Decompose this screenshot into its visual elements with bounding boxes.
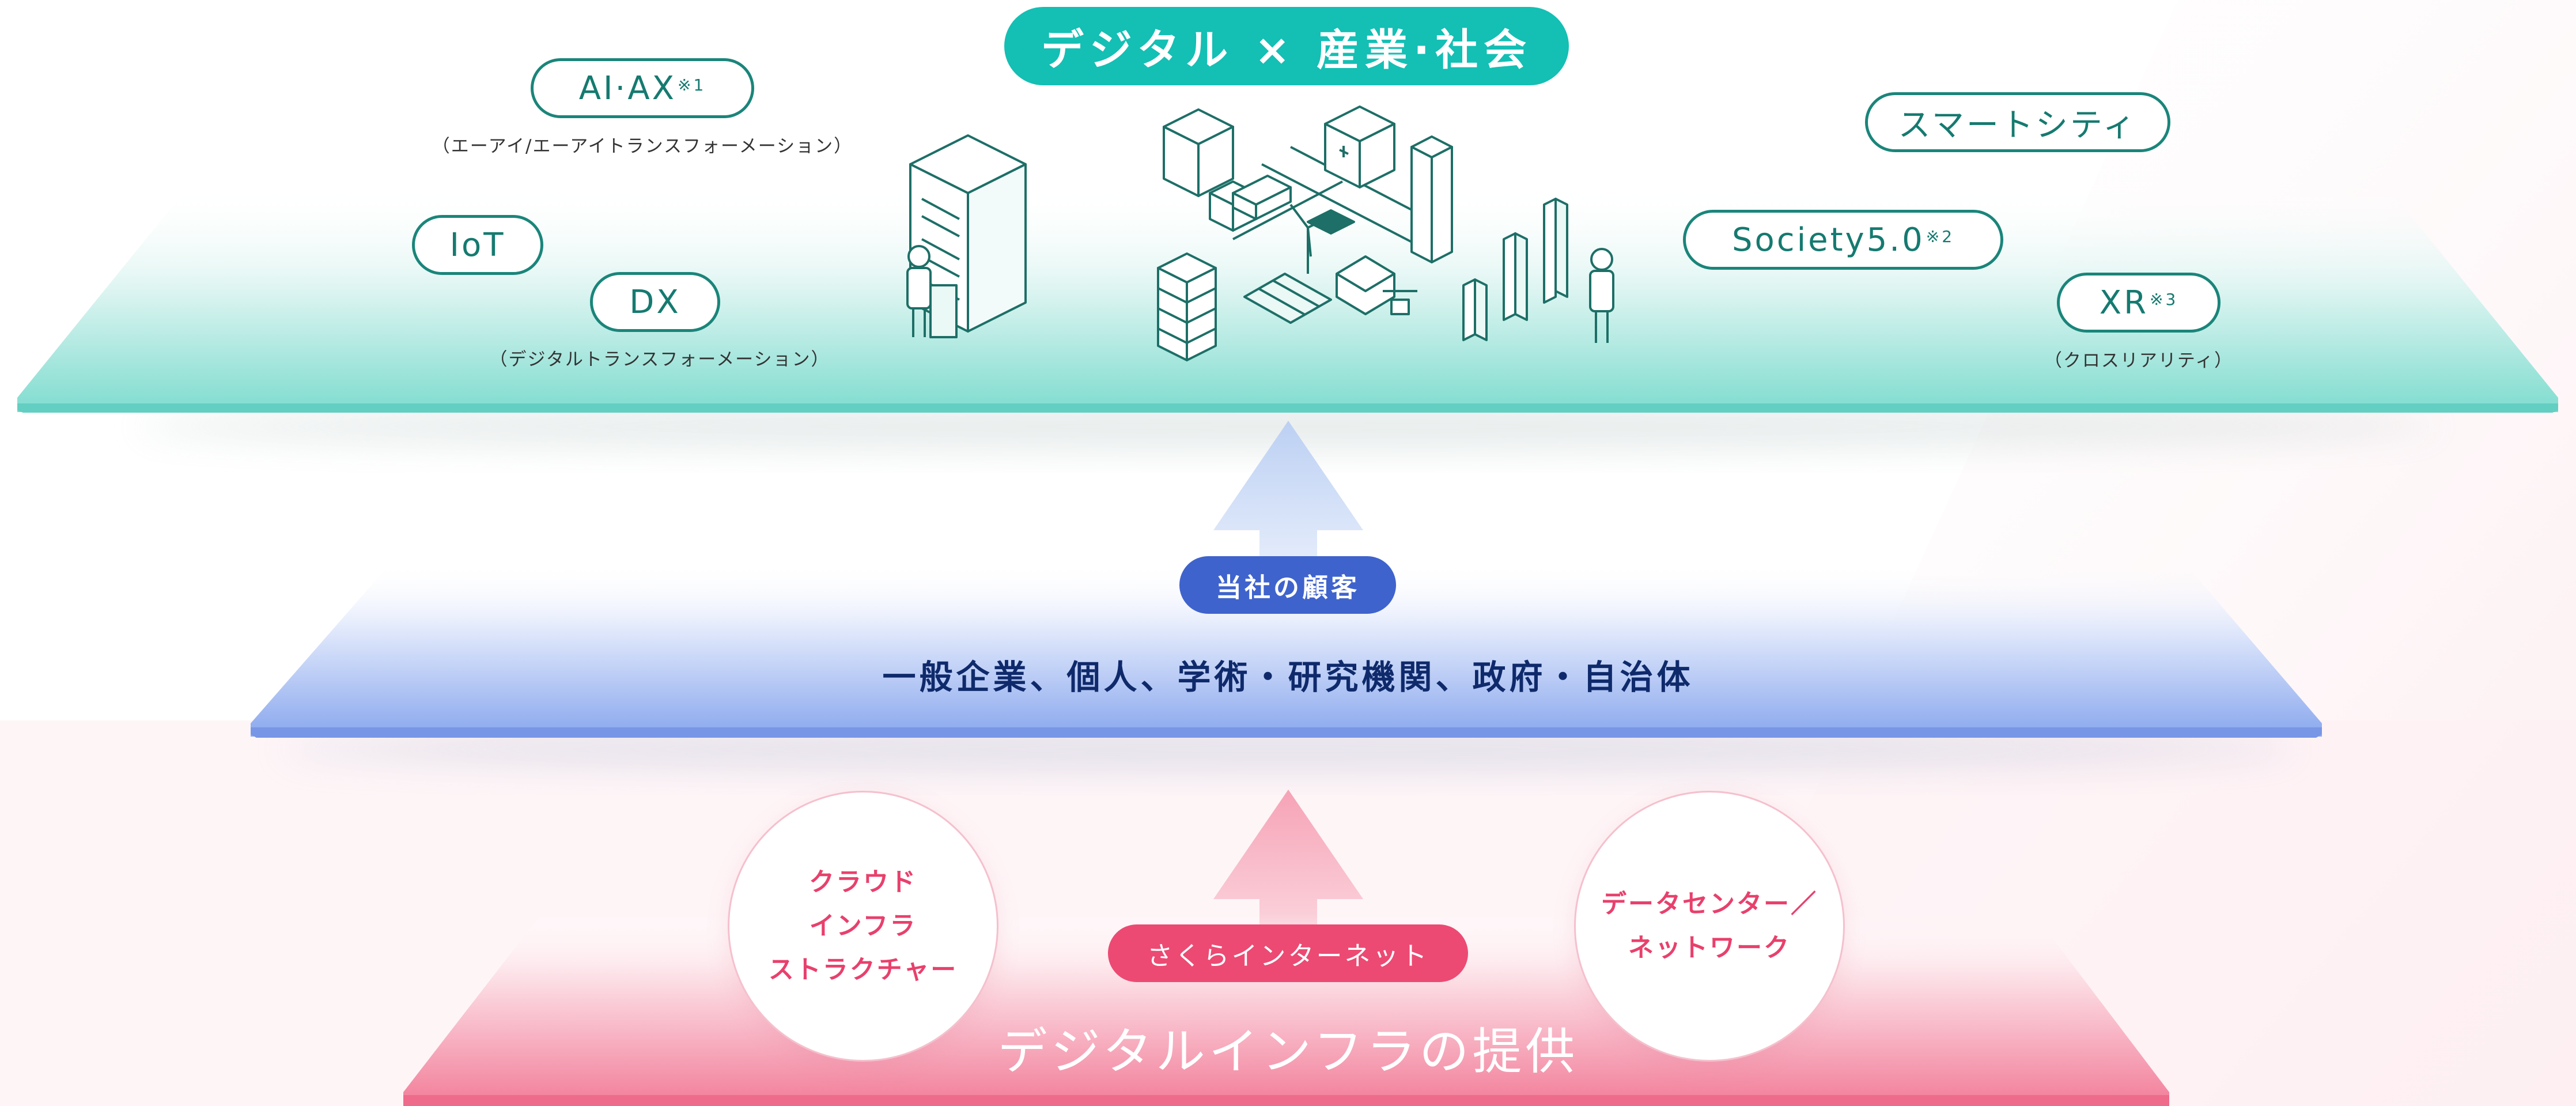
tower-building-icon bbox=[1410, 135, 1453, 263]
drone-icon bbox=[1383, 290, 1417, 315]
bar-towers-icon bbox=[1462, 198, 1568, 341]
solar-panel-icon bbox=[1243, 273, 1332, 324]
tag-iot: IoT bbox=[412, 215, 543, 275]
city-illustration bbox=[906, 105, 1614, 361]
tag-ai-ax-note: ※1 bbox=[678, 75, 706, 95]
tag-smart-city-label: スマートシティ bbox=[1898, 106, 2138, 144]
storage-stack-icon bbox=[1157, 252, 1217, 361]
customers-text: 一般企業、個人、学術・研究機関、政府・自治体 bbox=[882, 658, 1694, 697]
tag-ai-ax-label: AI·AX bbox=[578, 69, 676, 107]
company-label: さくらインターネット bbox=[1108, 924, 1468, 982]
windmill-icon bbox=[1289, 203, 1331, 274]
cloud-infra-line-1: クラウド bbox=[809, 867, 917, 897]
house-icon bbox=[1336, 255, 1395, 315]
tag-society5-label: Society5.0 bbox=[1731, 221, 1925, 259]
tag-dx: DX bbox=[590, 272, 720, 332]
bus-icon bbox=[1232, 175, 1292, 220]
tag-xr-note: ※3 bbox=[2150, 289, 2178, 309]
building-cluster-icon bbox=[1163, 108, 1257, 232]
tag-ai-ax-subtitle: （エーアイ/エーアイトランスフォーメーション） bbox=[432, 136, 853, 157]
tag-xr-label: XR bbox=[2099, 284, 2148, 322]
tag-xr-subtitle: （クロスリアリティ） bbox=[2044, 350, 2234, 371]
datacenter-line-1: データセンター／ bbox=[1601, 889, 1818, 919]
infra-text: デジタルインフラの提供 bbox=[997, 1023, 1579, 1081]
hospital-icon bbox=[1324, 105, 1395, 188]
datacenter-circle: データセンター／ ネットワーク bbox=[1574, 791, 1845, 1062]
cloud-infra-circle: クラウド インフラ ストラクチャー bbox=[728, 791, 998, 1062]
tag-iot-label: IoT bbox=[449, 226, 506, 264]
tag-smart-city: スマートシティ bbox=[1865, 92, 2170, 152]
person-right-icon bbox=[1589, 248, 1614, 343]
chip-icon bbox=[1307, 209, 1355, 235]
tag-dx-subtitle: （デジタルトランスフォーメーション） bbox=[489, 349, 830, 370]
person-left-icon bbox=[906, 245, 958, 338]
tag-ai-ax: AI·AX※1 bbox=[531, 58, 754, 118]
tag-society5-note: ※2 bbox=[1926, 227, 1955, 246]
page-title: デジタル × 産業·社会 bbox=[1004, 7, 1569, 85]
tag-society5: Society5.0※2 bbox=[1683, 210, 2003, 270]
cloud-infra-line-2: インフラ bbox=[809, 911, 917, 941]
datacenter-line-2: ネットワーク bbox=[1628, 933, 1791, 962]
cloud-infra-line-3: ストラクチャー bbox=[768, 955, 958, 984]
tag-dx-label: DX bbox=[629, 283, 681, 321]
customers-label: 当社の顧客 bbox=[1179, 556, 1396, 614]
tag-xr: XR※3 bbox=[2057, 273, 2221, 333]
